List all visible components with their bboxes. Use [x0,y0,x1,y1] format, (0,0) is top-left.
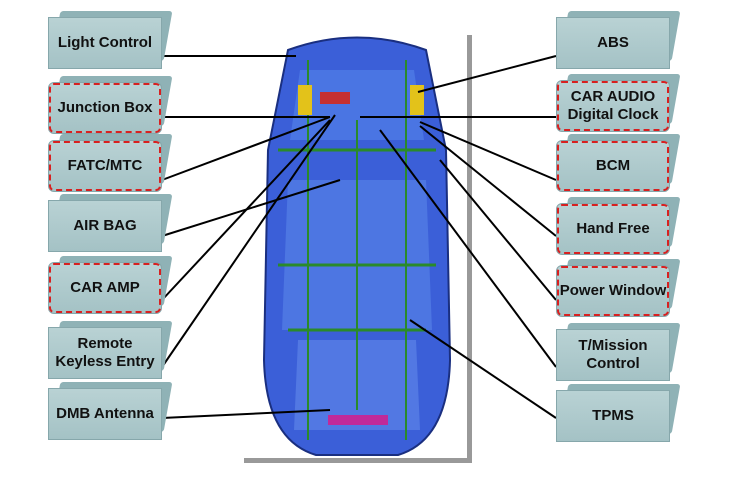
box-tmission-control: T/Mission Control [556,323,681,381]
box-air-bag: AIR BAG [48,194,173,252]
box-dmb-antenna: DMB Antenna [48,382,173,440]
box-remote-keyless-entry: Remote Keyless Entry [48,321,173,379]
box-car-audio-digital-clock: CAR AUDIO Digital Clock [556,74,681,132]
box-bcm: BCM [556,134,681,192]
box-abs: ABS [556,11,681,69]
box-hand-free: Hand Free [556,197,681,255]
box-junction-box: Junction Box [48,76,173,134]
box-fatc-mtc: FATC/MTC [48,134,173,192]
box-car-amp: CAR AMP [48,256,173,314]
box-power-window: Power Window [556,259,681,317]
box-tpms: TPMS [556,384,681,442]
box-light-control: Light Control [48,11,173,69]
